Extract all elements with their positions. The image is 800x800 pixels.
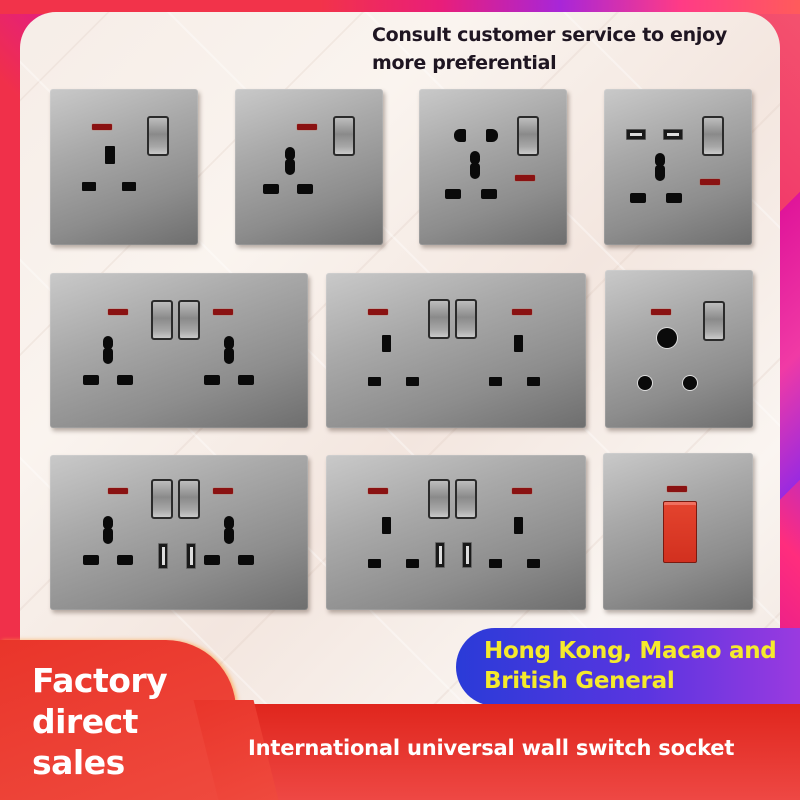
- factory-badge: [0, 640, 236, 800]
- earth-slot-icon: [514, 335, 523, 352]
- two-pin-right-slot-icon: [486, 129, 498, 142]
- region-pill-banner: [456, 628, 800, 706]
- universal-neutral-slot-icon: [238, 555, 254, 565]
- indicator-led-icon: [108, 488, 128, 494]
- universal-neutral-slot-icon: [117, 555, 133, 565]
- product-double-universal-switched-socket[interactable]: [50, 273, 308, 428]
- usb-port-icon: [186, 543, 196, 569]
- rocker-switch-icon: [151, 300, 173, 340]
- earth-slot-icon: [514, 517, 523, 534]
- universal-live-slot-icon: [83, 555, 99, 565]
- rocker-switch-icon: [428, 299, 450, 339]
- indicator-led-icon: [92, 124, 112, 130]
- slogan-text: International universal wall switch sock…: [248, 736, 735, 760]
- product-45a-double-pole-switch[interactable]: [603, 453, 753, 610]
- live-slot-icon: [368, 559, 381, 568]
- product-uk-13a-switched-socket[interactable]: [50, 89, 198, 245]
- top-gradient-strip: [0, 0, 800, 14]
- badge-line-1: Factory: [32, 661, 168, 700]
- usb-port-icon: [663, 129, 683, 140]
- universal-neutral-slot-icon: [297, 184, 313, 194]
- rocker-switch-icon: [517, 116, 539, 156]
- badge-line-3: sales: [32, 743, 125, 782]
- rocker-switch-icon: [178, 479, 200, 519]
- round-earth-pin-icon: [657, 328, 677, 348]
- rocker-switch-icon: [333, 116, 355, 156]
- indicator-led-icon: [213, 309, 233, 315]
- universal-live-slot-icon: [204, 555, 220, 565]
- product-universal-usb-socket[interactable]: [604, 89, 752, 245]
- earth-slot-icon: [382, 335, 391, 352]
- region-line-1: Hong Kong, Macao and: [484, 638, 777, 664]
- usb-port-icon: [158, 543, 168, 569]
- rocker-switch-icon: [703, 301, 725, 341]
- universal-live-slot-icon: [445, 189, 461, 199]
- neutral-slot-icon: [406, 377, 419, 386]
- round-live-pin-icon: [638, 376, 652, 390]
- indicator-led-icon: [515, 175, 535, 181]
- rocker-switch-icon: [455, 479, 477, 519]
- rocker-switch-icon: [455, 299, 477, 339]
- indicator-led-icon: [512, 488, 532, 494]
- neutral-slot-icon: [406, 559, 419, 568]
- universal-neutral-slot-icon: [481, 189, 497, 199]
- usb-port-icon: [626, 129, 646, 140]
- rocker-switch-icon: [147, 116, 169, 156]
- indicator-led-icon: [667, 486, 687, 492]
- universal-earth-slot-icon: [222, 516, 236, 546]
- neutral-slot-icon: [527, 377, 540, 386]
- product-multi-function-5pin-socket[interactable]: [419, 89, 567, 245]
- universal-neutral-slot-icon: [238, 375, 254, 385]
- universal-live-slot-icon: [83, 375, 99, 385]
- universal-earth-slot-icon: [653, 153, 667, 183]
- red-rocker-switch-icon: [663, 501, 697, 563]
- universal-earth-slot-icon: [283, 147, 297, 177]
- product-double-universal-usb-socket[interactable]: [50, 455, 308, 610]
- live-slot-icon: [82, 182, 96, 191]
- universal-live-slot-icon: [263, 184, 279, 194]
- product-universal-switched-socket[interactable]: [235, 89, 383, 245]
- live-slot-icon: [368, 377, 381, 386]
- factory-badge-text: Factory direct sales: [32, 660, 232, 783]
- usb-port-icon: [462, 542, 472, 568]
- rocker-switch-icon: [178, 300, 200, 340]
- neutral-slot-icon: [122, 182, 136, 191]
- universal-neutral-slot-icon: [666, 193, 682, 203]
- indicator-led-icon: [213, 488, 233, 494]
- region-line-2: British General: [484, 668, 675, 694]
- universal-earth-slot-icon: [101, 516, 115, 546]
- universal-live-slot-icon: [630, 193, 646, 203]
- promo-line-2: more preferential: [372, 52, 557, 74]
- product-double-uk-usb-socket[interactable]: [326, 455, 586, 610]
- rocker-switch-icon: [702, 116, 724, 156]
- promo-text: Consult customer service to enjoy more p…: [372, 21, 772, 77]
- neutral-slot-icon: [527, 559, 540, 568]
- live-slot-icon: [489, 559, 502, 568]
- rocker-switch-icon: [151, 479, 173, 519]
- indicator-led-icon: [368, 488, 388, 494]
- indicator-led-icon: [297, 124, 317, 130]
- live-slot-icon: [489, 377, 502, 386]
- promo-line-1: Consult customer service to enjoy: [372, 24, 727, 46]
- product-double-uk-switched-socket[interactable]: [326, 273, 586, 428]
- indicator-led-icon: [108, 309, 128, 315]
- indicator-led-icon: [651, 309, 671, 315]
- universal-earth-slot-icon: [468, 151, 482, 181]
- badge-line-2: direct: [32, 702, 138, 741]
- indicator-led-icon: [700, 179, 720, 185]
- rocker-switch-icon: [428, 479, 450, 519]
- earth-slot-icon: [105, 146, 115, 164]
- indicator-led-icon: [368, 309, 388, 315]
- round-neutral-pin-icon: [683, 376, 697, 390]
- region-text: Hong Kong, Macao and British General: [484, 636, 794, 696]
- universal-neutral-slot-icon: [117, 375, 133, 385]
- universal-earth-slot-icon: [222, 336, 236, 366]
- usb-port-icon: [435, 542, 445, 568]
- universal-earth-slot-icon: [101, 336, 115, 366]
- indicator-led-icon: [512, 309, 532, 315]
- universal-live-slot-icon: [204, 375, 220, 385]
- two-pin-left-slot-icon: [454, 129, 466, 142]
- earth-slot-icon: [382, 517, 391, 534]
- product-15a-round-pin-socket[interactable]: [605, 270, 753, 428]
